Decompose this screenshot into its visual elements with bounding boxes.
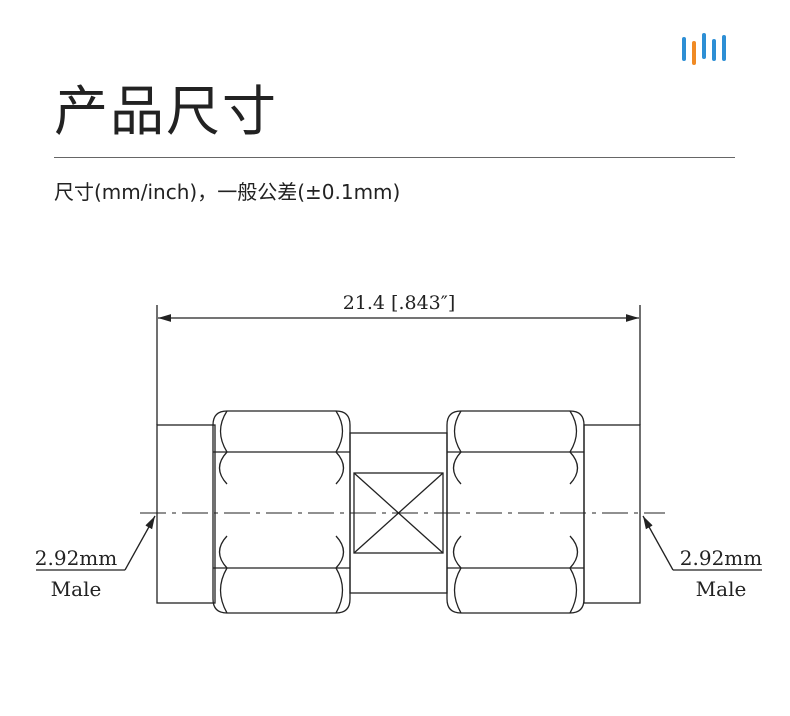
left-hex-nut	[212, 410, 351, 614]
title-divider	[54, 157, 735, 158]
right-leader-arrow	[642, 515, 674, 571]
right-hex-nut	[446, 410, 585, 614]
bars-logo-icon	[682, 33, 726, 65]
right-port-size: 2.92mm	[680, 546, 762, 570]
right-plug-body	[583, 424, 641, 604]
left-plug-body	[156, 424, 216, 604]
left-leader-arrow	[124, 515, 156, 571]
left-port-size: 2.92mm	[35, 546, 117, 570]
left-port-gender: Male	[51, 577, 102, 601]
left-port-callout: 2.92mm Male	[35, 515, 156, 601]
overall-dimension-label: 21.4 [.843″]	[343, 292, 456, 314]
right-port-gender: Male	[696, 577, 747, 601]
brand-logo	[680, 31, 732, 67]
overall-dimension: 21.4 [.843″]	[156, 292, 641, 425]
dimension-note: 尺寸(mm/inch)，一般公差(±0.1mm)	[54, 180, 401, 204]
page-title: 产品尺寸	[54, 80, 278, 143]
right-port-callout: 2.92mm Male	[642, 515, 762, 601]
